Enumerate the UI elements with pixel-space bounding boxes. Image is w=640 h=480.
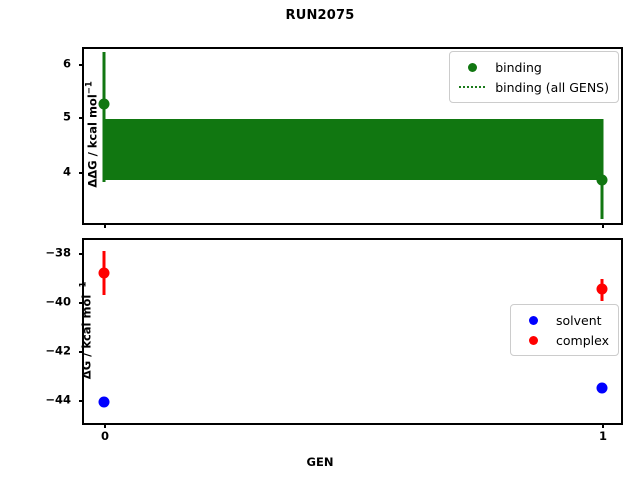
legend-bottom[interactable]: solvent complex	[510, 304, 619, 356]
legend-label-solvent: solvent	[556, 312, 602, 328]
ytick-label-bottom-3: −44	[45, 392, 71, 407]
axes-bottom-dg: −38 −40 −42 −44 0 1 ΔG / kcal mol−1	[45, 238, 623, 442]
legend-marker-dot-icon	[518, 335, 548, 345]
xtick-label-bottom-1: 1	[598, 429, 608, 443]
ytick-mark-bottom-1: −40	[45, 296, 84, 307]
xtick-mark-bottom-1	[602, 423, 604, 428]
legend-item-complex[interactable]: complex	[518, 330, 609, 350]
ytick-mark-bottom-3: −44	[45, 394, 84, 405]
plot-area-top	[84, 49, 621, 223]
legend-marker-dot-icon	[457, 62, 487, 72]
xtick-mark-top-0	[104, 223, 106, 228]
datapoint-solvent-gen1	[596, 382, 608, 394]
ytick-label-top-0: 6	[62, 56, 71, 71]
datapoint-binding-gen0	[98, 98, 110, 110]
legend-item-binding-all-gens[interactable]: binding (all GENS)	[457, 77, 609, 97]
page-title: RUN2075	[285, 8, 355, 23]
ytick-mark-top-1: 5	[63, 111, 84, 122]
legend-dotted-line-icon	[457, 86, 487, 88]
errorbar-binding-gen0	[102, 52, 106, 182]
xtick-mark-bottom-0	[104, 423, 106, 428]
binding-all-gens-band	[104, 119, 602, 180]
ytick-label-top-1: 5	[62, 109, 71, 124]
errorbar-binding-gen1	[600, 119, 604, 219]
datapoint-binding-gen1	[596, 174, 608, 186]
ytick-mark-bottom-0: −38	[45, 247, 84, 258]
axis-label-x: GEN	[306, 455, 334, 469]
ytick-mark-bottom-2: −42	[45, 345, 84, 356]
xtick-label-bottom-0: 0	[100, 429, 110, 443]
legend-item-binding[interactable]: binding	[457, 57, 609, 77]
legend-top[interactable]: binding binding (all GENS)	[449, 51, 619, 103]
datapoint-complex-gen1	[596, 283, 608, 295]
legend-label-complex: complex	[556, 332, 609, 348]
legend-label-binding-all-gens: binding (all GENS)	[495, 79, 609, 95]
plot-area-bottom	[84, 240, 621, 423]
axes-top-binding: 6 5 4 ΔΔG / kcal mol−1	[63, 47, 623, 228]
xtick-mark-top-1	[602, 223, 604, 228]
ytick-label-bottom-1: −40	[45, 294, 71, 309]
ytick-label-bottom-2: −42	[45, 343, 71, 358]
ytick-mark-top-2: 4	[63, 166, 84, 177]
datapoint-complex-gen0	[98, 267, 110, 279]
datapoint-solvent-gen0	[98, 396, 110, 408]
ytick-label-top-2: 4	[62, 164, 71, 179]
ytick-label-bottom-0: −38	[45, 245, 71, 260]
legend-label-binding: binding	[495, 59, 542, 75]
legend-marker-dot-icon	[518, 315, 548, 325]
legend-item-solvent[interactable]: solvent	[518, 310, 609, 330]
ytick-mark-top-0: 6	[63, 58, 84, 69]
